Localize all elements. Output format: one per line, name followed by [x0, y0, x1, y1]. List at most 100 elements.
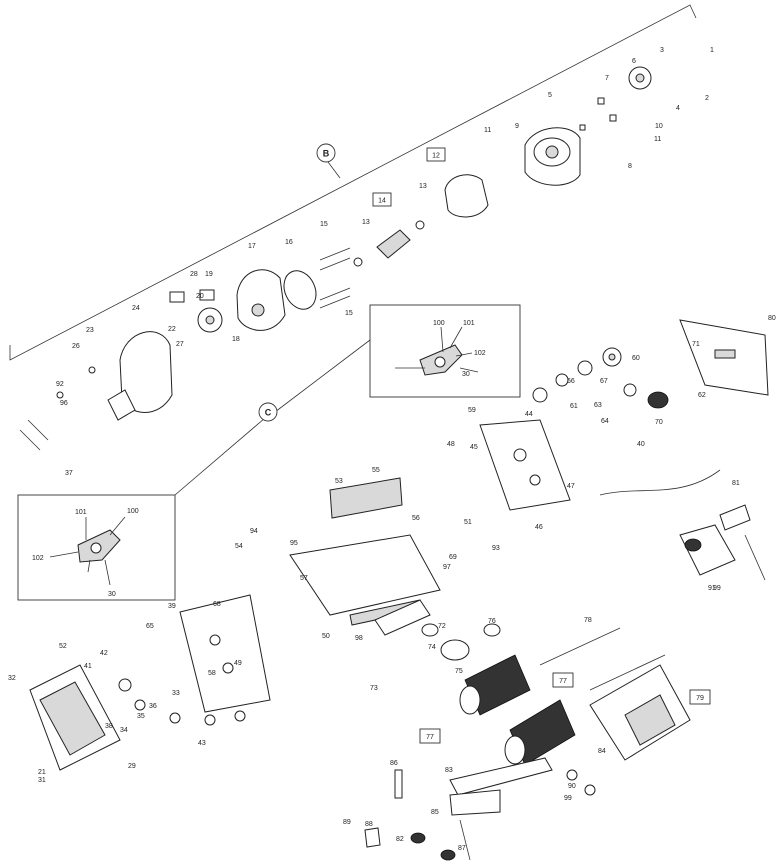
part-label: 100: [433, 320, 445, 327]
part-label: 21: [38, 769, 46, 776]
part-label: 3: [660, 47, 664, 54]
part-label: 13: [362, 219, 370, 226]
part-label: 32: [8, 675, 16, 682]
part-label: 71: [692, 341, 700, 348]
part-label: 58: [208, 670, 216, 677]
part-label: 91: [708, 585, 716, 592]
part-label: 66: [567, 378, 575, 385]
part-label: 47: [567, 483, 575, 490]
part-label: 78: [584, 617, 592, 624]
part-label: 83: [445, 767, 453, 774]
part-label: 72: [438, 623, 446, 630]
section-b-bracket: [9, 4, 697, 361]
part-label: 50: [322, 633, 330, 640]
part-label: 23: [86, 327, 94, 334]
part-label: 61: [570, 403, 578, 410]
part-label: 29: [128, 763, 136, 770]
boxed-label-14: 14: [372, 192, 392, 207]
boxed-label-79: 79: [689, 689, 711, 705]
part-label: 88: [365, 821, 373, 828]
part-label: 67: [600, 378, 608, 385]
part-label: 92: [56, 381, 64, 388]
part-label: 60: [632, 355, 640, 362]
part-label: 48: [447, 441, 455, 448]
part-label: 39: [168, 603, 176, 610]
boxed-label-12: 12: [426, 147, 446, 162]
part-label: 52: [59, 643, 67, 650]
part-label: 13: [419, 183, 427, 190]
part-label: 85: [431, 809, 439, 816]
part-label: 30: [462, 371, 470, 378]
svg-text:14: 14: [378, 198, 386, 205]
part-label: 20: [196, 293, 204, 300]
part-label: 15: [345, 310, 353, 317]
part-label: 101: [75, 509, 87, 516]
part-label: 57: [300, 575, 308, 582]
part-label: 62: [698, 392, 706, 399]
part-label: 17: [248, 243, 256, 250]
part-label: 100: [127, 508, 139, 515]
part-label: 27: [176, 341, 184, 348]
part-label: 69: [449, 554, 457, 561]
part-label: 98: [355, 635, 363, 642]
callout-c-text: C: [265, 408, 272, 418]
base-assembly: [29, 477, 691, 861]
part-label: 11: [484, 127, 491, 134]
part-label: 16: [285, 239, 293, 246]
part-label: 97: [443, 564, 451, 571]
part-label: 95: [290, 540, 298, 547]
part-label: 99: [564, 795, 572, 802]
part-label: 44: [525, 411, 533, 418]
part-label: 15: [320, 221, 328, 228]
part-label: 93: [492, 545, 500, 552]
part-label: 31: [38, 777, 46, 784]
part-label: 99: [713, 585, 721, 592]
part-label: 8: [628, 163, 632, 170]
part-label: 49: [234, 660, 242, 667]
part-number-labels: 1 2 3 4 5 6 7 8 9 10 11 11 13 13 15 15 1…: [8, 47, 776, 852]
part-label: 65: [146, 623, 154, 630]
part-label: 26: [72, 343, 80, 350]
part-label: 1: [710, 47, 714, 54]
section-c-callout: C: [174, 339, 371, 496]
part-label: 36: [149, 703, 157, 710]
callout-b-text: B: [323, 149, 330, 159]
svg-text:77: 77: [426, 734, 434, 741]
part-label: 37: [65, 470, 73, 477]
part-label: 101: [463, 320, 475, 327]
part-label: 94: [250, 528, 258, 535]
boxed-label-77b: 77: [552, 672, 574, 688]
part-label: 33: [172, 690, 180, 697]
part-label: 80: [768, 315, 776, 322]
part-label: 42: [100, 650, 108, 657]
part-label: 45: [470, 444, 478, 451]
part-label: 5: [548, 92, 552, 99]
part-label: 89: [343, 819, 351, 826]
motor-assembly-parts: [19, 66, 652, 451]
part-label: 46: [535, 524, 543, 531]
part-label: 7: [605, 75, 609, 82]
part-label: 10: [655, 123, 663, 130]
part-label: 53: [335, 478, 343, 485]
part-label: 51: [464, 519, 472, 526]
part-label: 2: [705, 95, 709, 102]
part-label: 84: [598, 748, 606, 755]
svg-text:79: 79: [696, 695, 704, 702]
part-label: 64: [601, 418, 609, 425]
part-label: 76: [488, 618, 496, 625]
part-label: 102: [32, 555, 44, 562]
part-label: 6: [632, 58, 636, 65]
part-label: 35: [137, 713, 145, 720]
part-label: 18: [232, 336, 240, 343]
part-label: 102: [474, 350, 486, 357]
part-label: 9: [515, 123, 519, 130]
boxed-label-77a: 77: [419, 728, 441, 744]
part-label: 24: [132, 305, 140, 312]
part-label: 63: [594, 402, 602, 409]
part-label: 22: [168, 326, 176, 333]
part-label: 40: [637, 441, 645, 448]
section-b-callout: B: [316, 143, 336, 163]
part-label: 81: [732, 480, 740, 487]
part-label: 4: [676, 105, 680, 112]
